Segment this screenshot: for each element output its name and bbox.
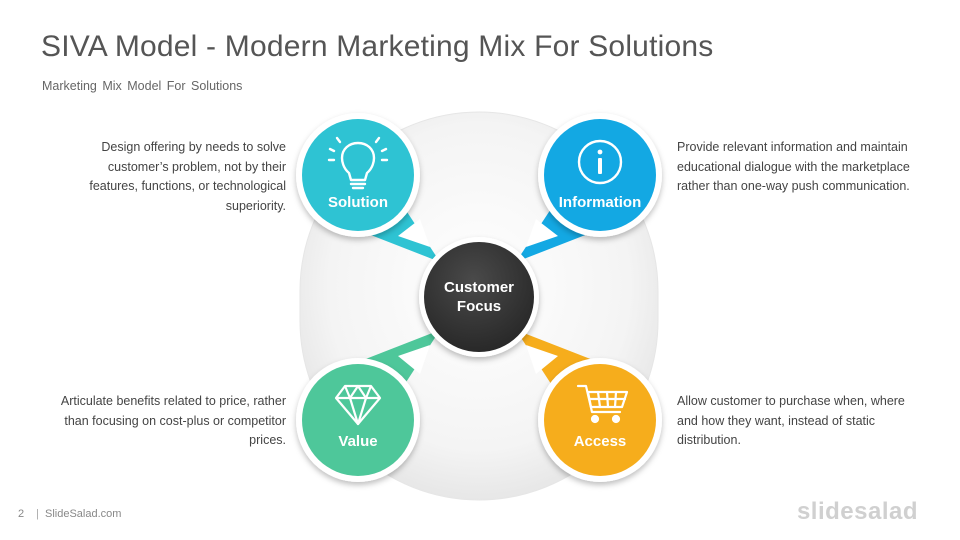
center-fill: [424, 242, 534, 352]
node-value-label: Value: [338, 433, 377, 450]
center-label-line1: Customer: [444, 279, 514, 296]
node-information-fill: [544, 119, 656, 231]
page-number: 2: [18, 508, 25, 520]
node-information: Information: [538, 113, 662, 237]
info-icon: [577, 139, 623, 185]
node-solution: Solution: [296, 113, 420, 237]
center-label-line2: Focus: [457, 298, 501, 315]
cart-icon: [576, 384, 629, 424]
node-access: Access: [538, 358, 662, 482]
slide-subtitle: Marketing Mix Model For Solutions: [42, 79, 243, 93]
diamond-icon: [334, 384, 382, 426]
node-value-fill: [302, 364, 414, 476]
node-center: Customer Focus: [419, 237, 539, 357]
access-description: Allow customer to purchase when, where a…: [677, 394, 905, 447]
node-information-label: Information: [559, 194, 642, 211]
connector-access-cutout: [526, 345, 558, 374]
footer-separator: |: [36, 508, 39, 520]
node-access-label: Access: [574, 433, 627, 450]
value-description: Articulate benefits related to price, ra…: [60, 394, 286, 447]
node-access-fill: [544, 364, 656, 476]
brand-logo: slidesalad: [796, 498, 918, 525]
connector-information-cutout: [526, 219, 558, 247]
node-value: Value: [296, 358, 420, 482]
node-solution-label: Solution: [328, 194, 388, 211]
node-solution-fill: [302, 119, 414, 231]
slide-title: SIVA Model - Modern Marketing Mix For So…: [41, 30, 714, 63]
slide-footer: 2 | SlideSalad.com: [18, 508, 121, 520]
connector-value-cutout: [398, 345, 430, 374]
solution-description: Design offering by needs to solve custom…: [89, 140, 286, 213]
connector-solution-cutout: [398, 219, 430, 247]
footer-site: SlideSalad.com: [44, 508, 122, 520]
lightbulb-icon: [327, 136, 389, 190]
information-description: Provide relevant information and maintai…: [677, 140, 910, 193]
